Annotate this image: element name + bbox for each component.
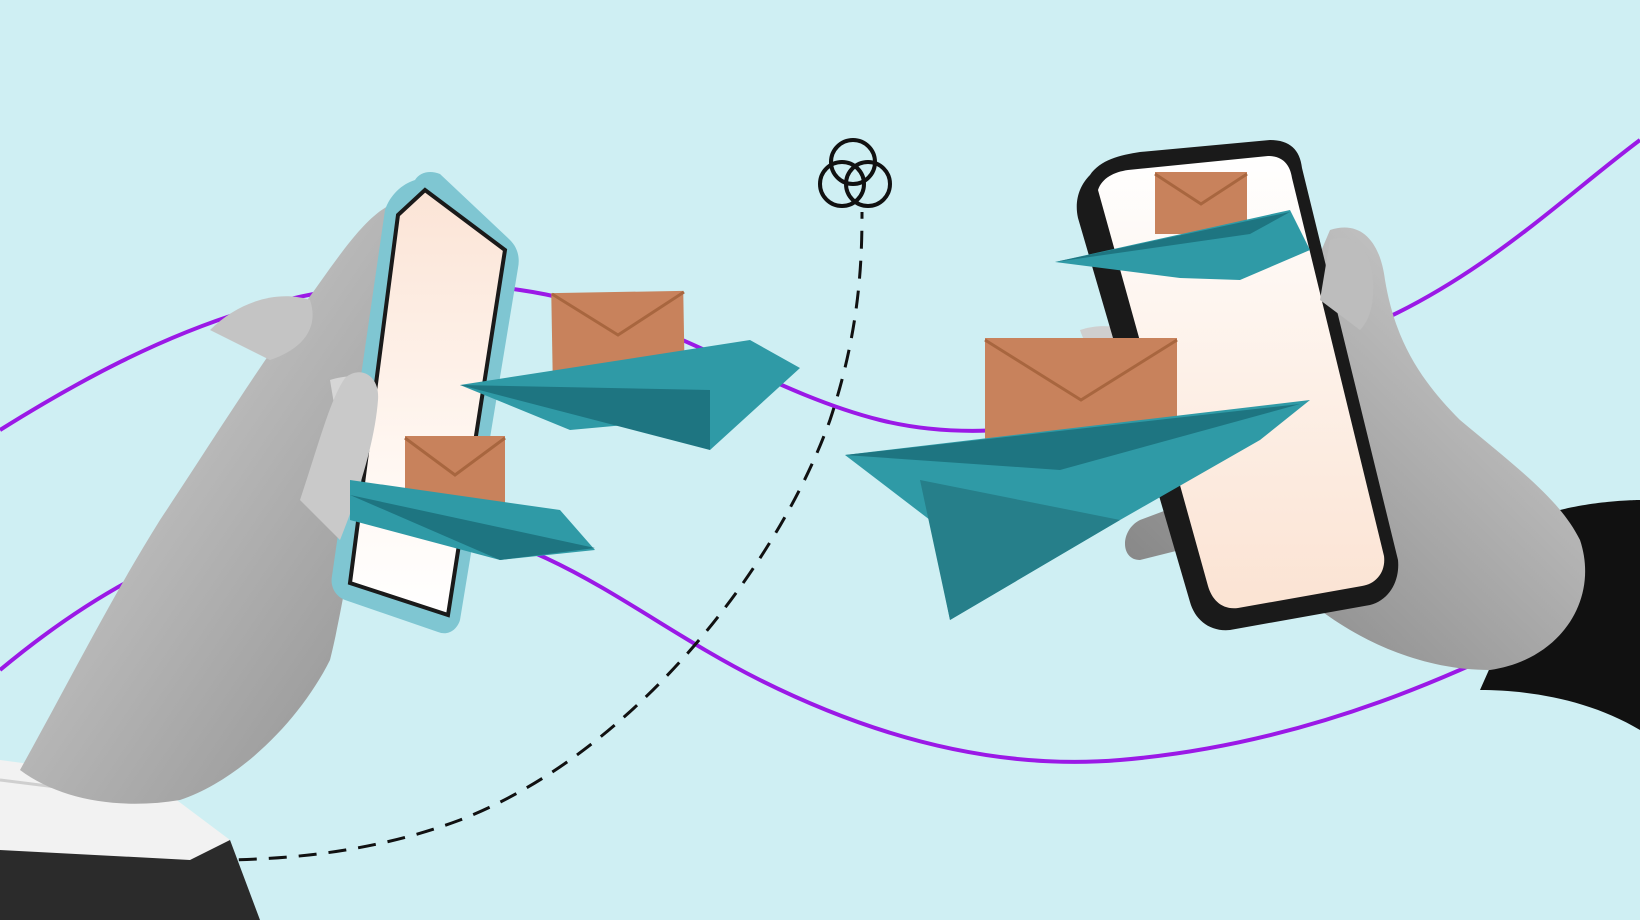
trinity-knot-icon bbox=[818, 138, 892, 208]
paper-plane-icon-1 bbox=[460, 290, 800, 450]
right-thumb bbox=[1320, 237, 1374, 330]
purple-wave-upper bbox=[0, 138, 1640, 433]
paper-plane-icon-2 bbox=[350, 436, 595, 560]
paper-plane-icon-4 bbox=[845, 338, 1310, 620]
left-thumb bbox=[300, 372, 379, 540]
dashed-trajectory bbox=[0, 211, 864, 862]
paper-plane-icon-3 bbox=[1055, 172, 1310, 280]
